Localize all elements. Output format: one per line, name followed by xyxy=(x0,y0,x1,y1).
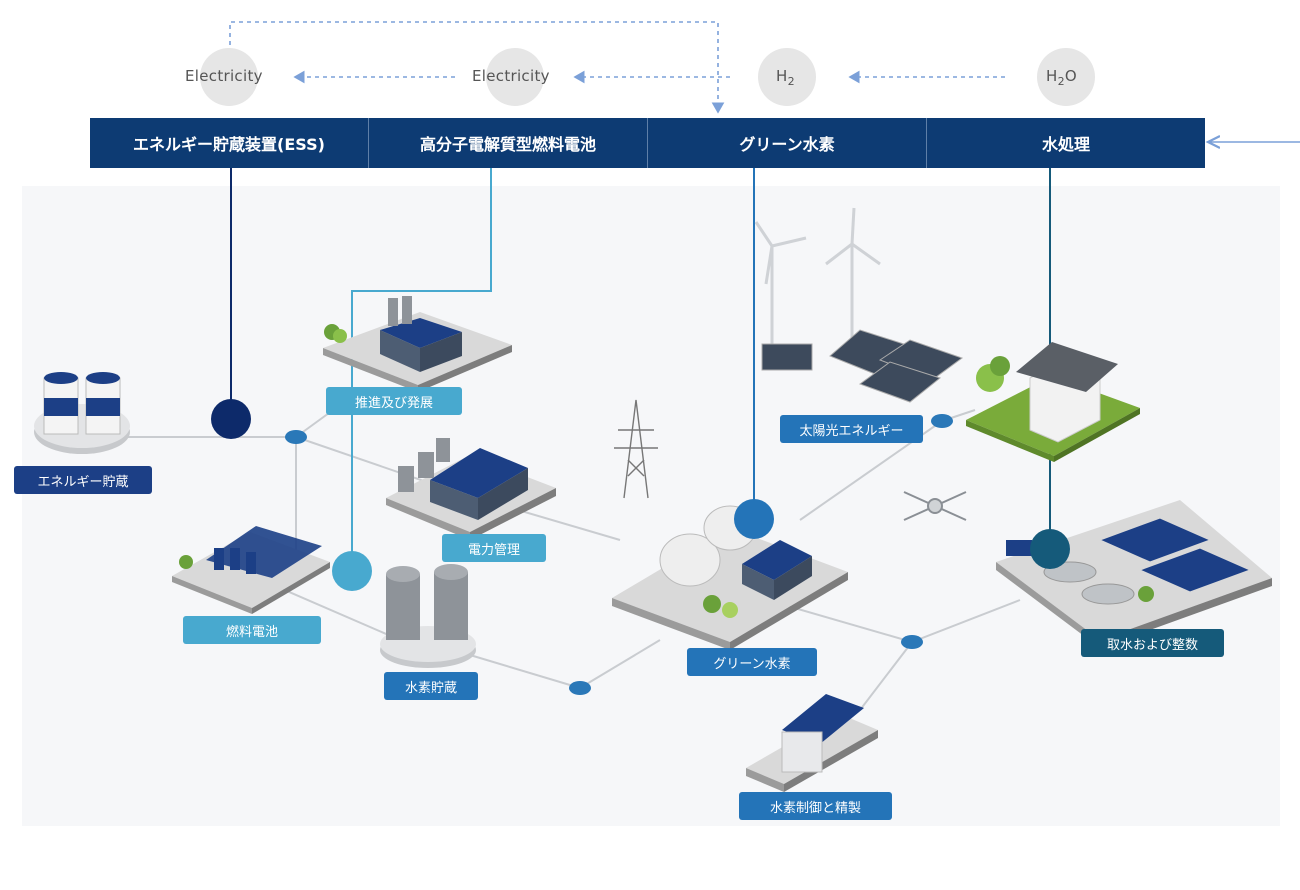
flow-h2-circle xyxy=(758,48,816,106)
fuelcell-connector xyxy=(351,168,492,552)
flow-h2-label: H2 xyxy=(776,67,795,88)
header-water-treatment[interactable]: 水処理 xyxy=(1041,135,1090,154)
tag-power-management[interactable]: 電力管理 xyxy=(442,534,546,562)
h2-storage-illustration xyxy=(380,564,476,668)
house-illustration xyxy=(966,342,1140,462)
energy-storage-illustration xyxy=(34,372,130,454)
water-dot xyxy=(1030,529,1070,569)
header-ess[interactable]: エネルギー貯蔵装置(ESS) xyxy=(90,118,369,168)
ess-dot xyxy=(211,399,251,439)
network-nodes xyxy=(285,414,953,695)
tag-green-hydrogen[interactable]: グリーン水素 xyxy=(687,648,817,676)
tag-promotion[interactable]: 推進及び発展 xyxy=(326,387,462,415)
green-h2-plant-illustration xyxy=(612,505,848,650)
tag-h2-control-purification[interactable]: 水素制御と精製 xyxy=(739,792,892,820)
wind-turbines xyxy=(754,207,881,360)
tag-water-intake[interactable]: 取水および整数 xyxy=(1081,629,1224,657)
flow-electricity-2-circle xyxy=(486,48,544,106)
header-pem-fuel-cell[interactable]: 高分子電解質型燃料電池 xyxy=(369,118,648,168)
flow-h2o-circle xyxy=(1037,48,1095,106)
header-green-hydrogen[interactable]: グリーン水素 xyxy=(648,118,927,168)
water-treatment-illustration xyxy=(996,500,1272,648)
tag-fuel-cell[interactable]: 燃料電池 xyxy=(183,616,321,644)
green-h2-dot xyxy=(734,499,774,539)
transmission-tower xyxy=(614,399,658,499)
promotion-building-illustration xyxy=(323,296,512,392)
category-header-bar: エネルギー貯蔵装置(ESS) 高分子電解質型燃料電池 グリーン水素 水処理 xyxy=(90,118,1205,168)
arrow-loop-to-green-h2 xyxy=(229,21,725,114)
fuelcell-dot xyxy=(332,551,372,591)
flow-arrows xyxy=(229,21,1005,114)
flow-electricity-1-label: Electricity xyxy=(185,67,263,85)
power-management-illustration xyxy=(386,438,556,540)
tag-h2-storage[interactable]: 水素貯蔵 xyxy=(384,672,478,700)
flow-electricity-2-label: Electricity xyxy=(472,67,550,85)
tag-solar-energy[interactable]: 太陽光エネルギー xyxy=(780,415,923,443)
flow-h2o-label: H2O xyxy=(1046,67,1078,88)
solar-panels-illustration xyxy=(761,329,964,403)
fuel-cell-illustration xyxy=(172,526,330,614)
flow-electricity-1-circle xyxy=(200,48,258,106)
tag-energy-storage[interactable]: エネルギー貯蔵 xyxy=(14,466,152,494)
h2-control-illustration xyxy=(746,694,878,792)
drone-illustration xyxy=(903,491,967,521)
